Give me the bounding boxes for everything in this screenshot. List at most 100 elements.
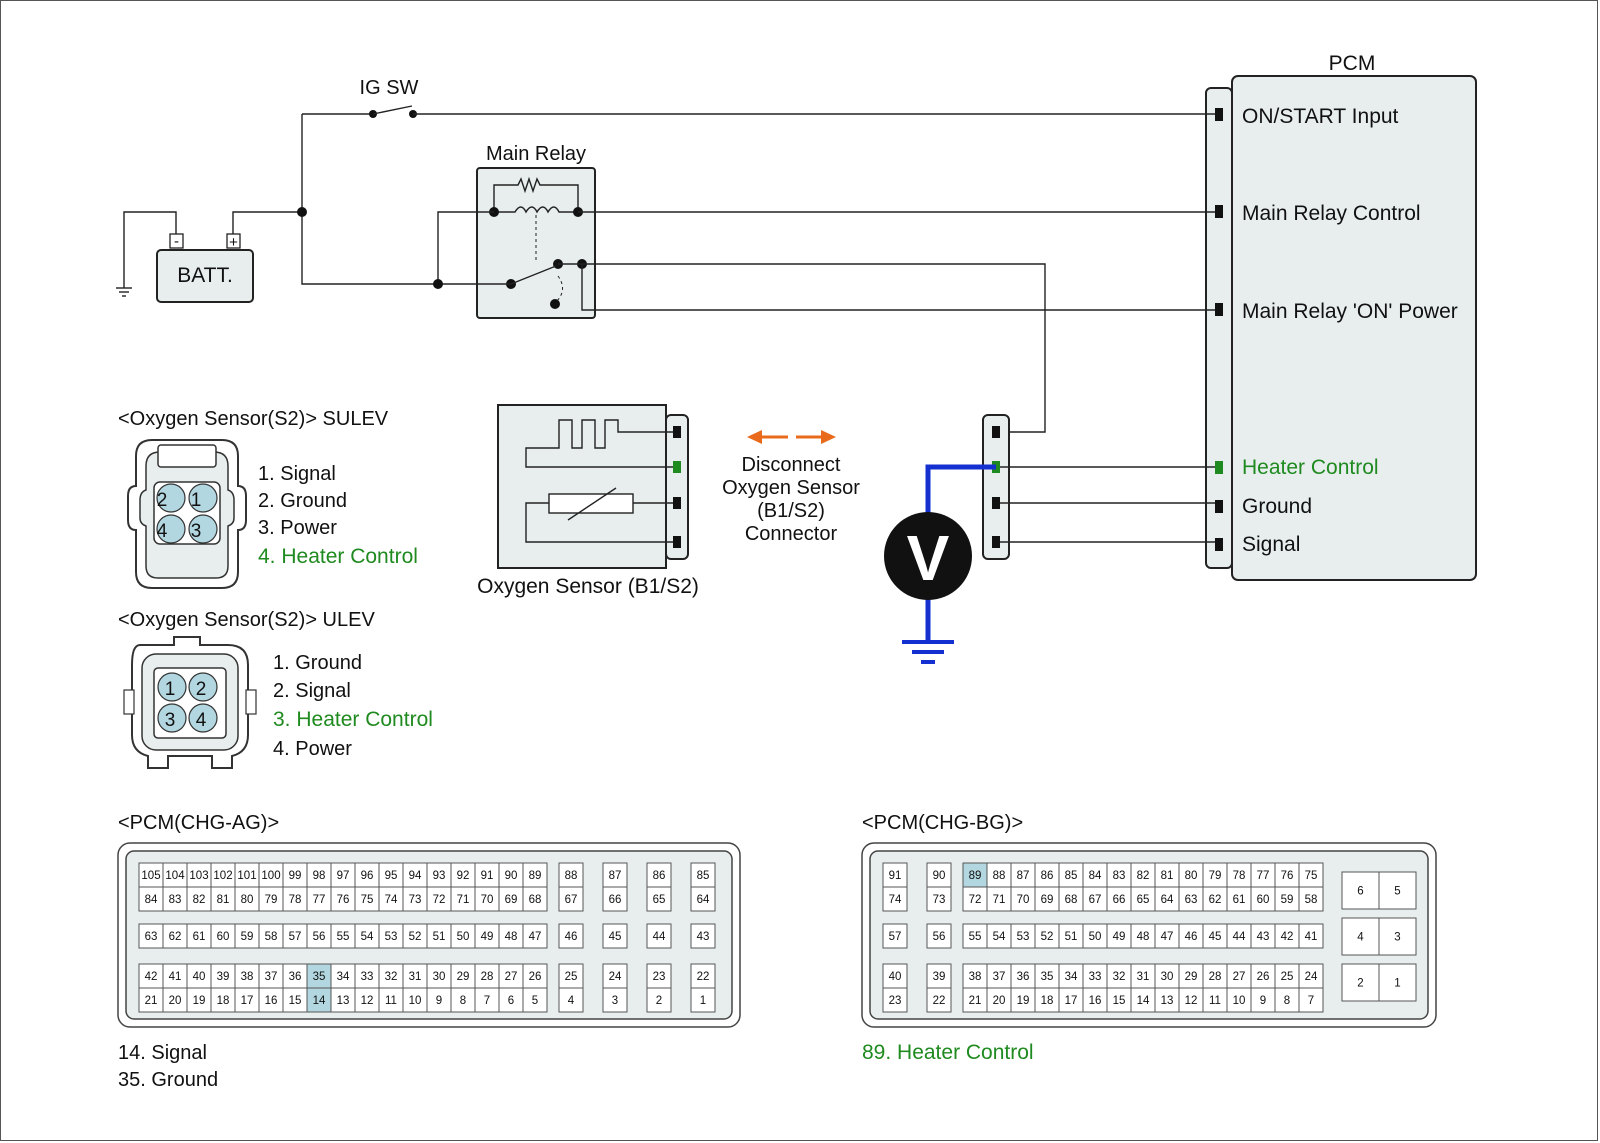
- ig-switch: IG SW: [360, 77, 419, 118]
- pcm-ag-pin-cell: [450, 923, 476, 949]
- pcm-bg-pin-label: 75: [1305, 870, 1318, 882]
- pcm-ag-pin-cell: [282, 963, 308, 989]
- oxygen-sensor-variable-mark: [567, 487, 617, 521]
- pcm-ag-pin-label: 76: [337, 894, 350, 906]
- pcm-bg-pin-cell: [1298, 987, 1324, 1013]
- pcm-bg-pin-cell: [1010, 987, 1036, 1013]
- pcm-bg-pin-label: 40: [889, 971, 902, 983]
- pcm-bg-pin-cell: [882, 886, 908, 912]
- pcm-ag-pin-label: 11: [385, 995, 397, 1007]
- pcm-ag-pin-label: 90: [505, 870, 518, 882]
- pcm-ag-pin-label: 16: [265, 995, 278, 1007]
- harness-connector-body: [982, 414, 1010, 560]
- pcm-bg-pin-label: 27: [1233, 971, 1246, 983]
- pcm-bg-pin-label: 74: [889, 894, 902, 906]
- pcm-bg-pin-label: 6: [1357, 886, 1363, 898]
- pcm-ag-pin-cell: [646, 963, 672, 989]
- pcm-bg-pin-cell: [986, 886, 1012, 912]
- pcm-bg-pin-label: 53: [1017, 931, 1030, 943]
- pcm-ag-pin-label: 40: [193, 971, 206, 983]
- pcm-ag-pin-label: 43: [697, 931, 710, 943]
- pcm-ag-pin-label: 64: [697, 894, 710, 906]
- pcm-ag-pin-label: 14: [313, 995, 326, 1007]
- pcm-ag-pin-label: 1: [700, 995, 706, 1007]
- oxygen-sensor-heater-resistor: [548, 493, 634, 514]
- battery-positive-wire: [232, 211, 302, 234]
- pcm-bg-pin-cell: [1010, 963, 1036, 989]
- pcm-bg-pin-label: 59: [1281, 894, 1294, 906]
- pcm-ag-pin-label: 32: [385, 971, 398, 983]
- sulev-pin-label: 2: [157, 490, 168, 511]
- pcm-ag-pin-cell: [522, 987, 548, 1013]
- pcm-ag-pin-label: 72: [433, 894, 446, 906]
- pcm-bg-pin-cell: [1106, 963, 1132, 989]
- pcm-ag-pin-label: 60: [217, 931, 230, 943]
- pcm-ag-pin-label: 12: [361, 995, 374, 1007]
- pcm-bg-pin-cell: [1202, 862, 1228, 888]
- pcm-ag-pin-label: 62: [169, 931, 182, 943]
- pcm-ag-pin-label: 15: [289, 995, 302, 1007]
- pcm-ag-pin-cell: [258, 923, 284, 949]
- pcm-ag-pin-cell: [186, 987, 212, 1013]
- pcm-ag-pin-label: 20: [169, 995, 182, 1007]
- pcm-ag-pin-label: 69: [505, 894, 518, 906]
- pcm-ag-pin-label: 71: [457, 894, 470, 906]
- main-relay-box: [476, 167, 596, 319]
- pcm-ag-pin-cell: [402, 987, 428, 1013]
- pcm-ag-pin-label: 45: [609, 931, 622, 943]
- pcm-ag-pin-label: 4: [568, 995, 575, 1007]
- pcm-ag-pin-label: 17: [241, 995, 254, 1007]
- pcm-bg-pin-cell: [1154, 923, 1180, 949]
- pcm-ag-pin-label: 99: [289, 870, 302, 882]
- pcm-ag-pin-label: 10: [409, 995, 422, 1007]
- sulev-pin-label: 4: [157, 521, 168, 542]
- pcm-ag-pin-label: 67: [565, 894, 578, 906]
- oxygen-sensor-element: [525, 419, 673, 468]
- pcm-ag-pin-cell: [234, 923, 260, 949]
- pcm-ag-pin-label: 100: [261, 870, 280, 882]
- pcm-bg-pin-cell: [1178, 923, 1204, 949]
- ulev-legend-item-heater: 3. Heater Control: [273, 708, 433, 731]
- pcm-bg-pin-label: 90: [933, 870, 946, 882]
- pcm-ag-pin-cell: [354, 923, 380, 949]
- ulev-pin-label: 2: [196, 679, 207, 700]
- pcm-ag-pin-label: 73: [409, 894, 422, 906]
- pcm-bg-pin-label: 17: [1065, 995, 1078, 1007]
- pcm-ag-pin-label: 21: [145, 995, 158, 1007]
- pcm-bg-pin-label: 29: [1185, 971, 1198, 983]
- pcm-bg-pin-cell: [1202, 923, 1228, 949]
- relay-coil: [494, 206, 578, 214]
- pcm-ag-pin-label: 24: [609, 971, 622, 983]
- pcm-bg-pin-label: 36: [1017, 971, 1030, 983]
- pcm-ag-pin-label: 50: [457, 931, 470, 943]
- sulev-pin-label: 3: [191, 521, 202, 542]
- pcm-bg-pin-cell: [1154, 963, 1180, 989]
- pcm-bg-pin-label: 61: [1233, 894, 1246, 906]
- pcm-ag-pin-cell: [186, 963, 212, 989]
- pcm-ag-pin-cell: [162, 923, 188, 949]
- pcm-ag-pin-label: 47: [529, 931, 542, 943]
- pcm-bg-pin-label: 32: [1113, 971, 1126, 983]
- pcm-title: PCM: [1329, 52, 1376, 75]
- pcm-ag-pin-label: 54: [361, 931, 374, 943]
- ulev-legend-item: 1. Ground: [273, 652, 362, 674]
- sulev-legend-item: 2. Ground: [258, 490, 347, 512]
- pcm-bg-pin-label: 51: [1065, 931, 1078, 943]
- pcm-bg-pin-cell: [1202, 886, 1228, 912]
- pcm-bg-pin-cell: [926, 923, 952, 949]
- pcm-ag-pin-cell: [558, 963, 584, 989]
- pcm-ag-pin-cell: [558, 987, 584, 1013]
- pcm-bg-pin-cell: [1298, 963, 1324, 989]
- pcm-bg-pin-label: 66: [1113, 894, 1126, 906]
- pcm-bg-pin-cell: [882, 987, 908, 1013]
- pcm-ag-pin-label: 89: [529, 870, 542, 882]
- pcm-ag-pin-cell: [402, 862, 428, 888]
- sulev-legend-item-heater: 4. Heater Control: [258, 545, 418, 568]
- pcm-bg-pin-label: 85: [1065, 870, 1078, 882]
- pcm-ag-pin-cell: [162, 862, 188, 888]
- pcm-bg-pin-cell: [1274, 987, 1300, 1013]
- pcm-bg-pin-cell: [926, 886, 952, 912]
- pcm-bg-pin-cell: [1378, 871, 1417, 910]
